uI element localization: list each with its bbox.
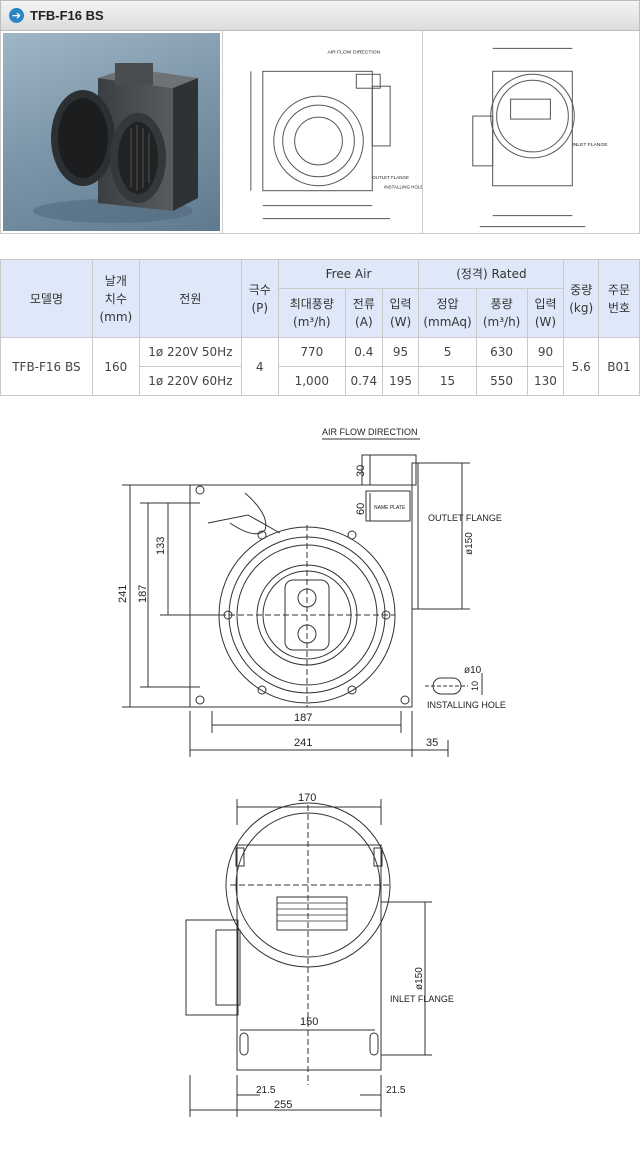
header-static-pressure: 정압(mmAq) xyxy=(418,288,477,338)
cell-static-pressure: 5 xyxy=(418,337,477,367)
cell-input: 195 xyxy=(381,366,420,396)
dim-150: 150 xyxy=(300,1016,318,1028)
dim-phi10: ø10 xyxy=(464,665,482,676)
header-input: 입력(W) xyxy=(381,288,420,338)
cell-weight: 5.6 xyxy=(563,337,600,396)
cell-max-flow: 1,000 xyxy=(277,366,346,396)
cell-input: 95 xyxy=(381,337,420,367)
installing-hole-label: INSTALLING HOLE xyxy=(427,700,506,710)
cell-rated-input: 90 xyxy=(526,337,565,367)
cell-max-flow: 770 xyxy=(277,337,346,367)
header-current: 전류(A) xyxy=(344,288,383,338)
dim-255: 255 xyxy=(274,1099,292,1111)
outlet-flange-label: OUTLET FLANGE xyxy=(428,513,502,523)
header-rated-input: 입력(W) xyxy=(526,288,565,338)
header-rated: (정격) Rated xyxy=(418,259,565,289)
product-overview: AIR FLOW DIRECTION OUTLET FLANGE INSTALL… xyxy=(0,31,640,234)
dim-30: 30 xyxy=(355,465,367,477)
dim-187-vertical: 187 xyxy=(137,585,149,603)
cell-model: TFB-F16 BS xyxy=(0,337,93,396)
header-flow: 풍량(m³/h) xyxy=(475,288,528,338)
dim-21-5-right: 21.5 xyxy=(386,1085,406,1096)
cell-current: 0.74 xyxy=(344,366,383,396)
thumb-air-flow-label: AIR FLOW DIRECTION xyxy=(327,49,380,55)
cell-power: 1ø 220V 60Hz xyxy=(138,366,242,396)
dim-21-5-left: 21.5 xyxy=(256,1085,276,1096)
air-flow-direction-label: AIR FLOW DIRECTION xyxy=(322,427,418,437)
dim-241-horizontal: 241 xyxy=(294,737,312,749)
product-title-bar: ➔ TFB-F16 BS xyxy=(0,0,640,31)
header-max-flow: 최대풍량(m³/h) xyxy=(277,288,346,338)
dim-phi150-inlet: ø150 xyxy=(414,967,425,990)
side-view-thumbnail: INLET FLANGE xyxy=(422,31,608,234)
table-row: TFB-F16 BS 160 1ø 220V 50Hz 4 770 0.4 95… xyxy=(0,337,640,396)
dim-60: 60 xyxy=(355,503,367,515)
dim-170: 170 xyxy=(298,792,316,804)
dim-133: 133 xyxy=(155,537,167,555)
side-view-drawing: 170 150 INLET FLANGE ø150 21.5 21.5 255 xyxy=(185,792,454,1117)
front-view-thumbnail: AIR FLOW DIRECTION OUTLET FLANGE INSTALL… xyxy=(222,31,422,234)
cell-poles: 4 xyxy=(240,337,279,396)
dim-187-horizontal: 187 xyxy=(294,712,312,724)
thumb-inlet-label: INLET FLANGE xyxy=(572,142,608,148)
header-power: 전원 xyxy=(138,259,242,338)
dim-10: 10 xyxy=(470,681,480,691)
dim-35: 35 xyxy=(426,737,438,749)
dim-241-vertical: 241 xyxy=(117,585,129,603)
cell-flow: 550 xyxy=(475,366,528,396)
table-row: 1ø 220V 60Hz 1,000 0.74 195 15 550 130 xyxy=(1,366,640,396)
name-plate-label: NAME PLATE xyxy=(374,505,406,511)
product-title: TFB-F16 BS xyxy=(30,8,104,23)
thumb-outlet-label: OUTLET FLANGE xyxy=(372,175,409,180)
cell-current: 0.4 xyxy=(344,337,383,367)
inlet-flange-label: INLET FLANGE xyxy=(390,994,454,1004)
header-weight: 중량(kg) xyxy=(563,259,600,338)
cell-static-pressure: 15 xyxy=(418,366,477,396)
header-free-air: Free Air xyxy=(277,259,420,289)
cell-power: 1ø 220V 50Hz xyxy=(138,337,242,367)
header-poles: 극수(P) xyxy=(240,259,279,338)
thumb-hole-label: INSTALLING HOLE xyxy=(384,185,422,190)
header-model: 모델명 xyxy=(0,259,93,338)
cell-blade: 160 xyxy=(91,337,140,396)
arrow-right-icon: ➔ xyxy=(9,8,24,23)
cell-order: B01 xyxy=(598,337,640,396)
product-photo xyxy=(3,33,220,231)
dim-phi150-outlet: ø150 xyxy=(464,532,475,555)
front-view-drawing: AIR FLOW DIRECTION OUTLET FLANGE INSTALL… xyxy=(117,427,506,757)
cell-flow: 630 xyxy=(475,337,528,367)
cell-rated-input: 130 xyxy=(526,366,565,396)
